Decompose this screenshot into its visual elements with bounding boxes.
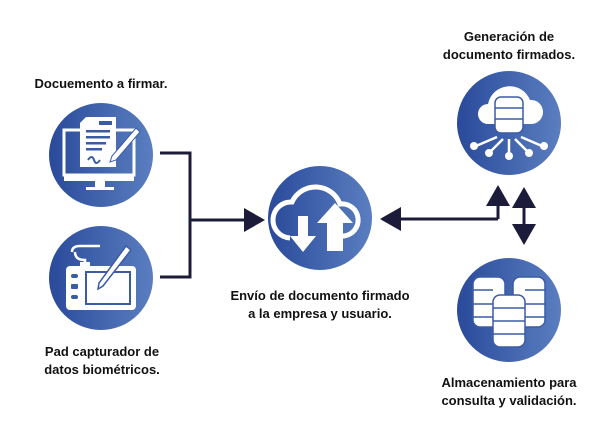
connector-left-bracket: [160, 151, 265, 279]
document-node: [49, 103, 153, 207]
generation-label: Generación de documento firmados.: [409, 28, 609, 64]
storage-label-line2: consulta y validación.: [441, 393, 577, 408]
database-stack-icon: [472, 276, 546, 348]
pad-label: Pad capturador de datos biométricos.: [0, 343, 204, 379]
storage-label: Almacenamiento para consulta y validació…: [409, 374, 609, 410]
send-label-line1: Envío de documento firmado: [230, 288, 410, 303]
send-label: Envío de documento firmado a la empresa …: [200, 287, 440, 323]
pad-label-line1: Pad capturador de: [44, 344, 160, 359]
storage-node: [457, 258, 561, 362]
send-node: [268, 166, 372, 270]
generation-label-line2: documento firmados.: [442, 47, 576, 62]
connector-right: [380, 185, 510, 231]
signature-pad-icon: [66, 244, 136, 310]
pad-node: [49, 226, 153, 330]
cloud-database-icon: [470, 86, 548, 160]
monitor-document-icon: [62, 117, 141, 190]
generation-label-line1: Generación de: [463, 29, 555, 44]
cloud-upload-download-icon: [270, 184, 361, 252]
storage-label-line1: Almacenamiento para: [441, 375, 577, 390]
send-label-line2: a la empresa y usuario.: [248, 306, 392, 321]
generation-node: [457, 71, 561, 175]
document-label: Docuemento a firmar.: [34, 76, 168, 91]
pad-label-line2: datos biométricos.: [44, 362, 160, 377]
